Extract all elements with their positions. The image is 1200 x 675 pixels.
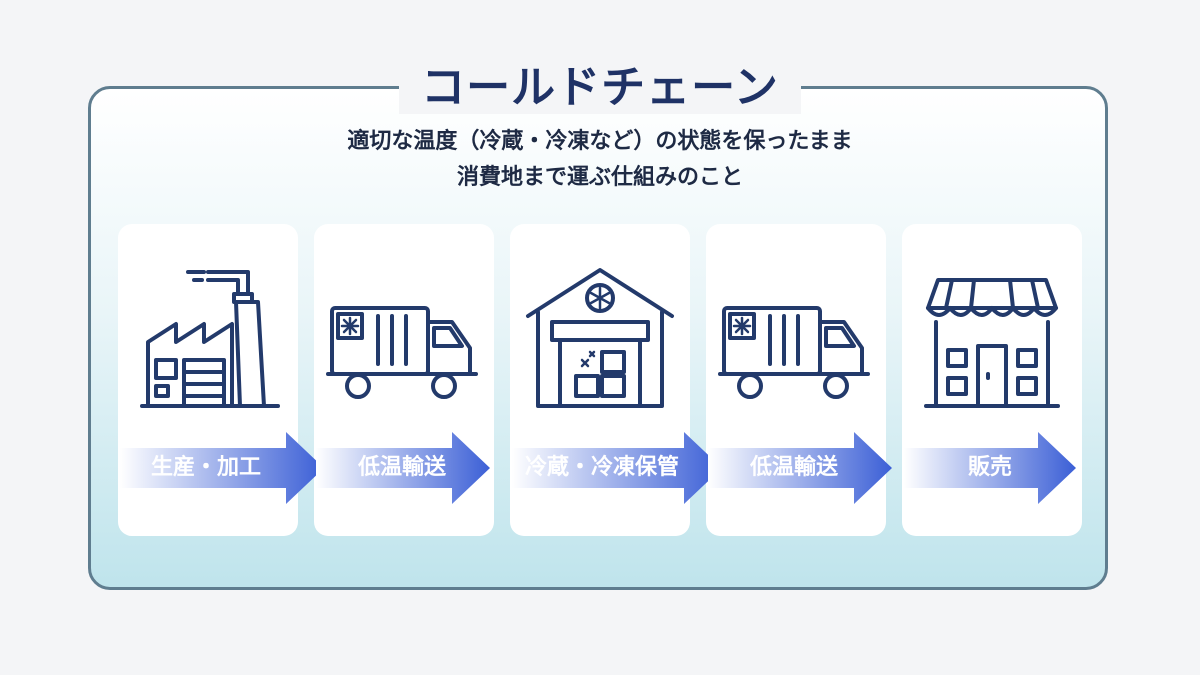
flow-arrow-5 <box>904 432 1076 504</box>
flow-arrow-2 <box>316 432 490 504</box>
flow-arrow-3 <box>512 432 722 504</box>
subtitle-line-2: 消費地まで運ぶ仕組みのこと <box>456 165 743 190</box>
flow-arrow-1 <box>120 432 324 504</box>
factory-icon <box>140 270 280 408</box>
step-label-5: 販売 <box>967 455 1012 480</box>
step-label-3: 冷蔵・冷凍保管 <box>524 455 679 480</box>
step-label-1: 生産・加工 <box>150 455 261 480</box>
subtitle-line-1: 適切な温度（冷蔵・冷凍など）の状態を保ったまま <box>347 129 853 154</box>
subtitle: 適切な温度（冷蔵・冷凍など）の状態を保ったまま 消費地まで運ぶ仕組みのこと <box>0 124 1200 196</box>
refrigerated-truck-icon <box>326 306 478 399</box>
refrigerated-truck-icon <box>718 306 870 399</box>
step-label-2: 低温輸送 <box>357 455 446 480</box>
store-icon <box>924 278 1060 408</box>
cold-storage-warehouse-icon <box>526 268 674 408</box>
diagram-title: コールドチェーン <box>399 62 801 114</box>
step-label-4: 低温輸送 <box>749 455 838 480</box>
title-wrapper: コールドチェーン <box>0 62 1200 114</box>
flow-arrow-4 <box>708 432 892 504</box>
